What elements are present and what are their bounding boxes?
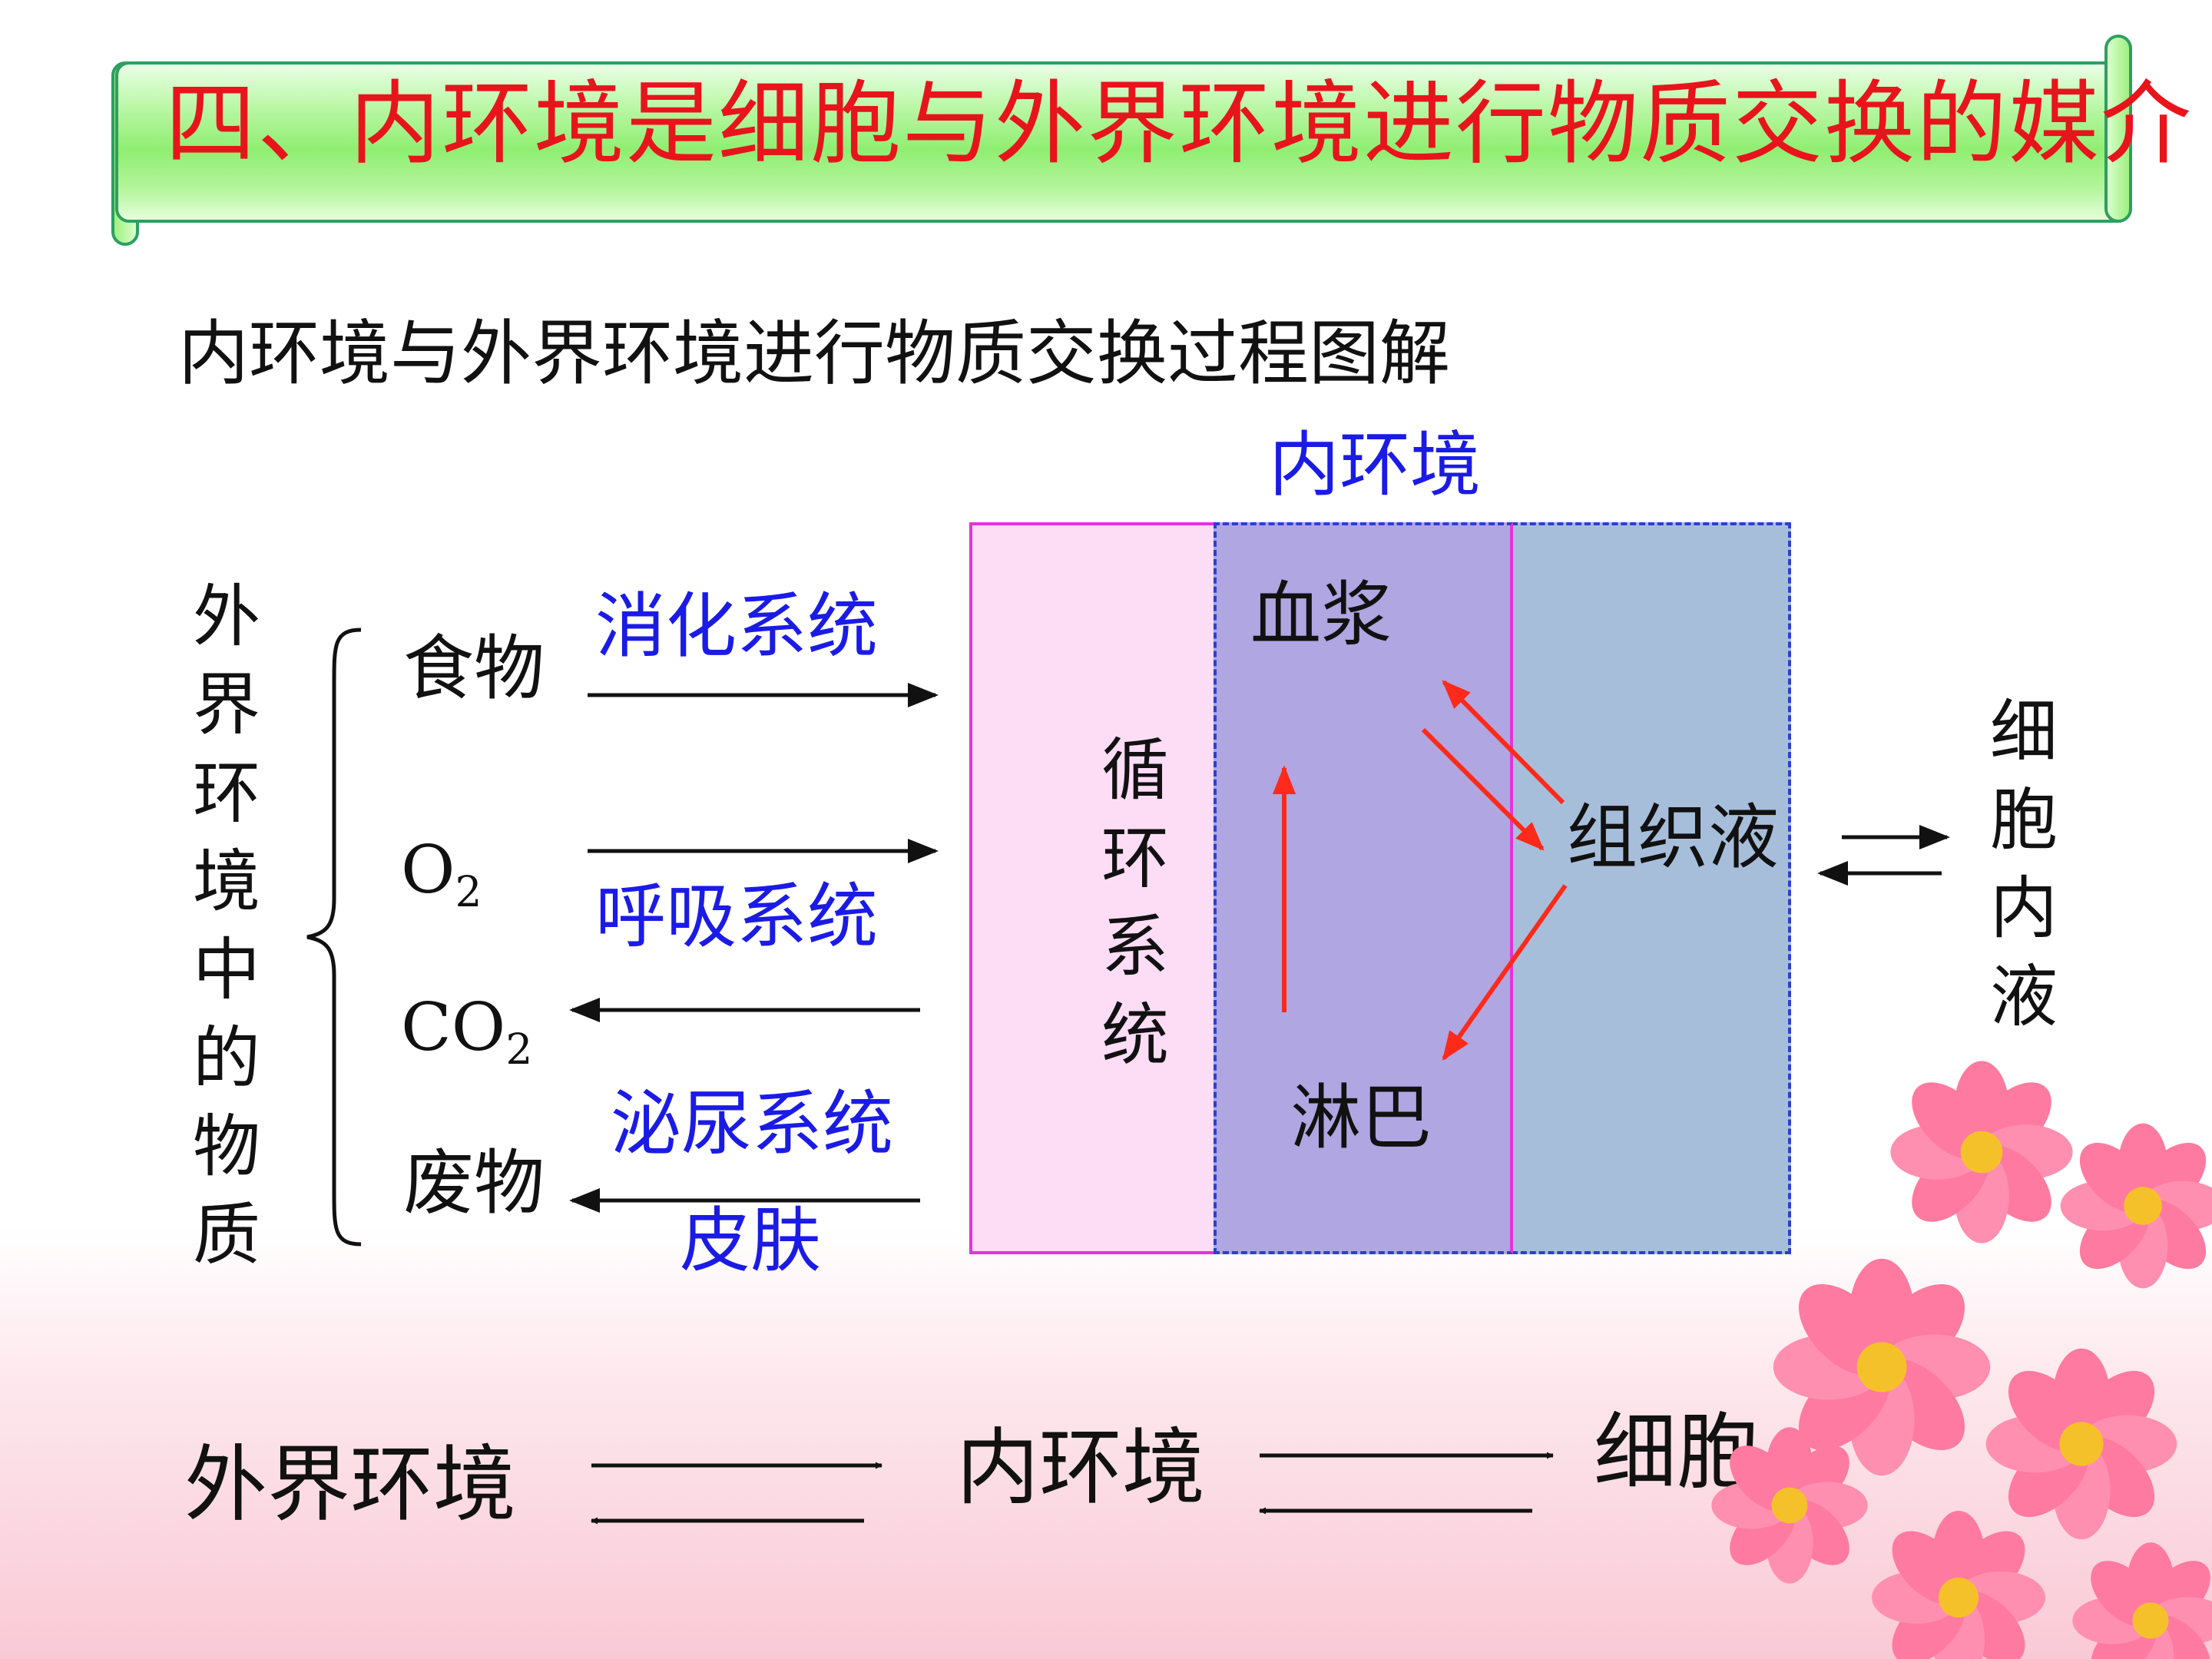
plasma-label: 血浆 <box>1250 574 1392 656</box>
intracellular-fluid-label: 细胞内液 <box>1989 692 2058 1036</box>
summary-external: 外界环境 <box>184 1437 517 1533</box>
digestive-system-label: 消化系统 <box>595 585 879 667</box>
tissue-fluid-box <box>1512 522 1791 1254</box>
external-substances-label: 外界环境中的物质 <box>192 577 260 1274</box>
item-o2: O2 <box>401 832 482 917</box>
banner-scroll-right <box>2104 35 2132 223</box>
plasma-to-tissue-arrow <box>1421 727 1545 851</box>
flower-decoration <box>1711 1061 2212 1659</box>
tissue-to-plasma-arrow <box>1442 680 1565 805</box>
tissue-to-lymph-arrow <box>1442 884 1568 1061</box>
circulatory-system-label: 循环系统 <box>1101 730 1169 1075</box>
skin-label: 皮肤 <box>680 1200 822 1282</box>
item-food: 食物 <box>403 628 545 710</box>
item-waste: 废物 <box>403 1142 545 1224</box>
summary-internal: 内环境 <box>956 1420 1206 1516</box>
lymph-label: 淋巴 <box>1290 1077 1432 1159</box>
page-title: 四、内环境是细胞与外界环境进行物质交换的媒介 <box>165 71 2194 177</box>
tissue-fluid-label: 组织液 <box>1567 796 1780 879</box>
item-co2: CO2 <box>401 989 533 1075</box>
respiratory-system-label: 呼吸系统 <box>595 876 879 958</box>
summary-cell: 细胞 <box>1594 1405 1760 1501</box>
urinary-system-label: 泌尿系统 <box>611 1083 894 1165</box>
title-banner <box>115 61 2131 223</box>
diagram-subtitle: 内环境与外界环境进行物质交换过程图解 <box>178 313 1451 395</box>
internal-environment-label: 内环境 <box>1269 424 1482 506</box>
curly-brace <box>306 628 362 1247</box>
plasma-lymph-box <box>1214 522 1513 1254</box>
